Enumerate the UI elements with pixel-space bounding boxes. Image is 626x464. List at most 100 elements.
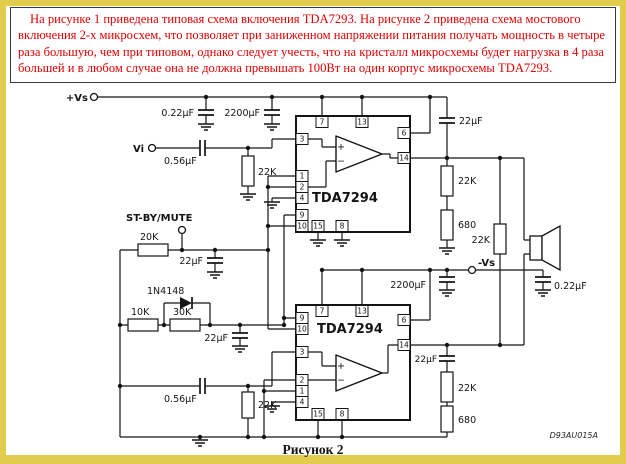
label-r-22k-feedback-bottom: 22K bbox=[458, 383, 477, 394]
ic1-pin-2: 2 bbox=[295, 181, 309, 193]
terminal-vs-negative bbox=[467, 265, 477, 275]
resistor-680-top bbox=[440, 209, 454, 241]
resistor-22k-feedback-top bbox=[440, 165, 454, 197]
label-r-680-bottom: 680 bbox=[458, 415, 476, 426]
ground-symbol bbox=[206, 271, 224, 279]
ground-symbol bbox=[534, 289, 552, 297]
ic1-pin-13: 13 bbox=[355, 116, 369, 128]
wires bbox=[97, 96, 544, 440]
label-stby-mute: ST-BY/MUTE bbox=[126, 213, 193, 224]
resistor-30k bbox=[169, 318, 201, 332]
svg-text:4: 4 bbox=[300, 398, 305, 407]
ic2-pin-9: 9 bbox=[295, 312, 309, 324]
svg-text:9: 9 bbox=[300, 211, 305, 220]
label-c-22uf-mute: 22µF bbox=[179, 256, 203, 267]
label-r-22k-input-bottom: 22K bbox=[258, 400, 277, 411]
label-c-22uf-boot-top: 22µF bbox=[459, 116, 483, 127]
capacitors bbox=[198, 109, 551, 394]
ic2-pin-4: 4 bbox=[295, 396, 309, 408]
label-c-056uf-bottom: 0.56µF bbox=[164, 394, 197, 405]
ic2-opamp-plus: + bbox=[337, 361, 345, 372]
diode-symbol bbox=[180, 297, 192, 309]
ic1-opamp-plus: + bbox=[337, 142, 345, 153]
label-c-2200uf-neg: 2200µF bbox=[390, 280, 426, 291]
terminal-vi bbox=[147, 143, 157, 153]
resistor-10k bbox=[127, 318, 159, 332]
ground-symbol bbox=[263, 201, 281, 209]
label-r-30k: 30K bbox=[173, 307, 192, 318]
svg-text:1: 1 bbox=[300, 387, 305, 396]
svg-text:3: 3 bbox=[300, 348, 305, 357]
svg-text:7: 7 bbox=[320, 118, 325, 127]
label-d-1n4148: 1N4148 bbox=[147, 286, 184, 297]
svg-text:3: 3 bbox=[300, 135, 305, 144]
capacitor-plates-vertical bbox=[198, 109, 551, 362]
ground-symbol bbox=[197, 123, 215, 131]
resistors bbox=[127, 155, 507, 433]
ic1-pin-9: 9 bbox=[295, 209, 309, 221]
ground-symbol bbox=[263, 123, 281, 131]
figure-caption: Рисунок 2 bbox=[282, 442, 343, 457]
wire-ground-rail bbox=[119, 232, 448, 440]
ic1-pin-1: 1 bbox=[295, 170, 309, 182]
ic2-opamp-icon bbox=[335, 354, 383, 392]
label-vs-negative: -Vs bbox=[478, 258, 495, 269]
wire-input-bottom bbox=[120, 351, 296, 392]
ic2-pin-1: 1 bbox=[295, 385, 309, 397]
svg-text:13: 13 bbox=[357, 307, 367, 316]
svg-text:6: 6 bbox=[402, 129, 407, 138]
ic1-pin-8: 8 bbox=[335, 220, 349, 232]
ic2-name: TDA7294 bbox=[317, 322, 383, 337]
svg-text:14: 14 bbox=[399, 154, 409, 163]
wire-mute-network bbox=[120, 175, 296, 329]
svg-text:15: 15 bbox=[313, 410, 323, 419]
ic2-body bbox=[295, 304, 411, 421]
label-r-20k: 20K bbox=[140, 232, 159, 243]
resistor-20k bbox=[137, 243, 169, 257]
ic1-name: TDA7294 bbox=[312, 191, 378, 206]
description-text: На рисунке 1 приведена типовая схема вкл… bbox=[18, 12, 605, 76]
svg-text:4: 4 bbox=[300, 194, 305, 203]
ic2-pin-8: 8 bbox=[335, 408, 349, 420]
label-r-22k-input-top: 22K bbox=[258, 167, 277, 178]
label-vi: Vi bbox=[133, 144, 144, 155]
svg-text:8: 8 bbox=[340, 222, 345, 231]
ground-symbol bbox=[438, 289, 456, 297]
labels: +Vs 0.22µF 2200µF Vi 0.56µF 22K 22µF 22K… bbox=[66, 93, 587, 426]
ic2-pin-7: 7 bbox=[315, 305, 329, 317]
ic1-internal-wires bbox=[308, 138, 398, 188]
ic1-pin-15: 15 bbox=[311, 220, 325, 232]
speaker-icon bbox=[529, 224, 561, 272]
label-r-22k-speaker: 22K bbox=[472, 235, 491, 246]
description-block: На рисунке 1 приведена типовая схема вкл… bbox=[10, 7, 616, 83]
svg-text:6: 6 bbox=[402, 316, 407, 325]
terminal-stby-mute bbox=[177, 225, 187, 235]
resistor-22k-feedback-bottom bbox=[440, 371, 454, 403]
ic2-pin-14: 14 bbox=[397, 339, 411, 351]
ic1-pin-7: 7 bbox=[315, 116, 329, 128]
label-c-2200uf-top: 2200µF bbox=[224, 108, 260, 119]
label-c-022uf-neg: 0.22µF bbox=[554, 281, 587, 292]
svg-text:15: 15 bbox=[313, 222, 323, 231]
label-c-056uf-top: 0.56µF bbox=[164, 156, 197, 167]
label-vs-positive: +Vs bbox=[66, 93, 88, 104]
ic1-pin-14: 14 bbox=[397, 152, 411, 164]
ic1-pins: 3 1 2 4 9 10 7 13 6 14 15 8 bbox=[295, 116, 411, 232]
label-r-680-top: 680 bbox=[458, 220, 476, 231]
wire-negative-rail bbox=[321, 269, 544, 321]
svg-text:1: 1 bbox=[300, 172, 305, 181]
terminals bbox=[89, 92, 477, 275]
junction-dots bbox=[117, 94, 503, 440]
ic2-pins: 9 10 3 2 1 4 7 13 6 14 15 8 bbox=[295, 305, 411, 420]
ic2-pin-10: 10 bbox=[295, 323, 309, 335]
ic1-opamp-minus: − bbox=[337, 156, 345, 167]
resistor-680-bottom bbox=[440, 405, 454, 433]
wire-input-top bbox=[155, 138, 296, 194]
svg-text:8: 8 bbox=[340, 410, 345, 419]
ic1-body bbox=[295, 115, 411, 233]
label-r-10k: 10K bbox=[131, 307, 150, 318]
capacitor-plates-series bbox=[199, 140, 206, 394]
terminal-vs-positive bbox=[89, 92, 99, 102]
